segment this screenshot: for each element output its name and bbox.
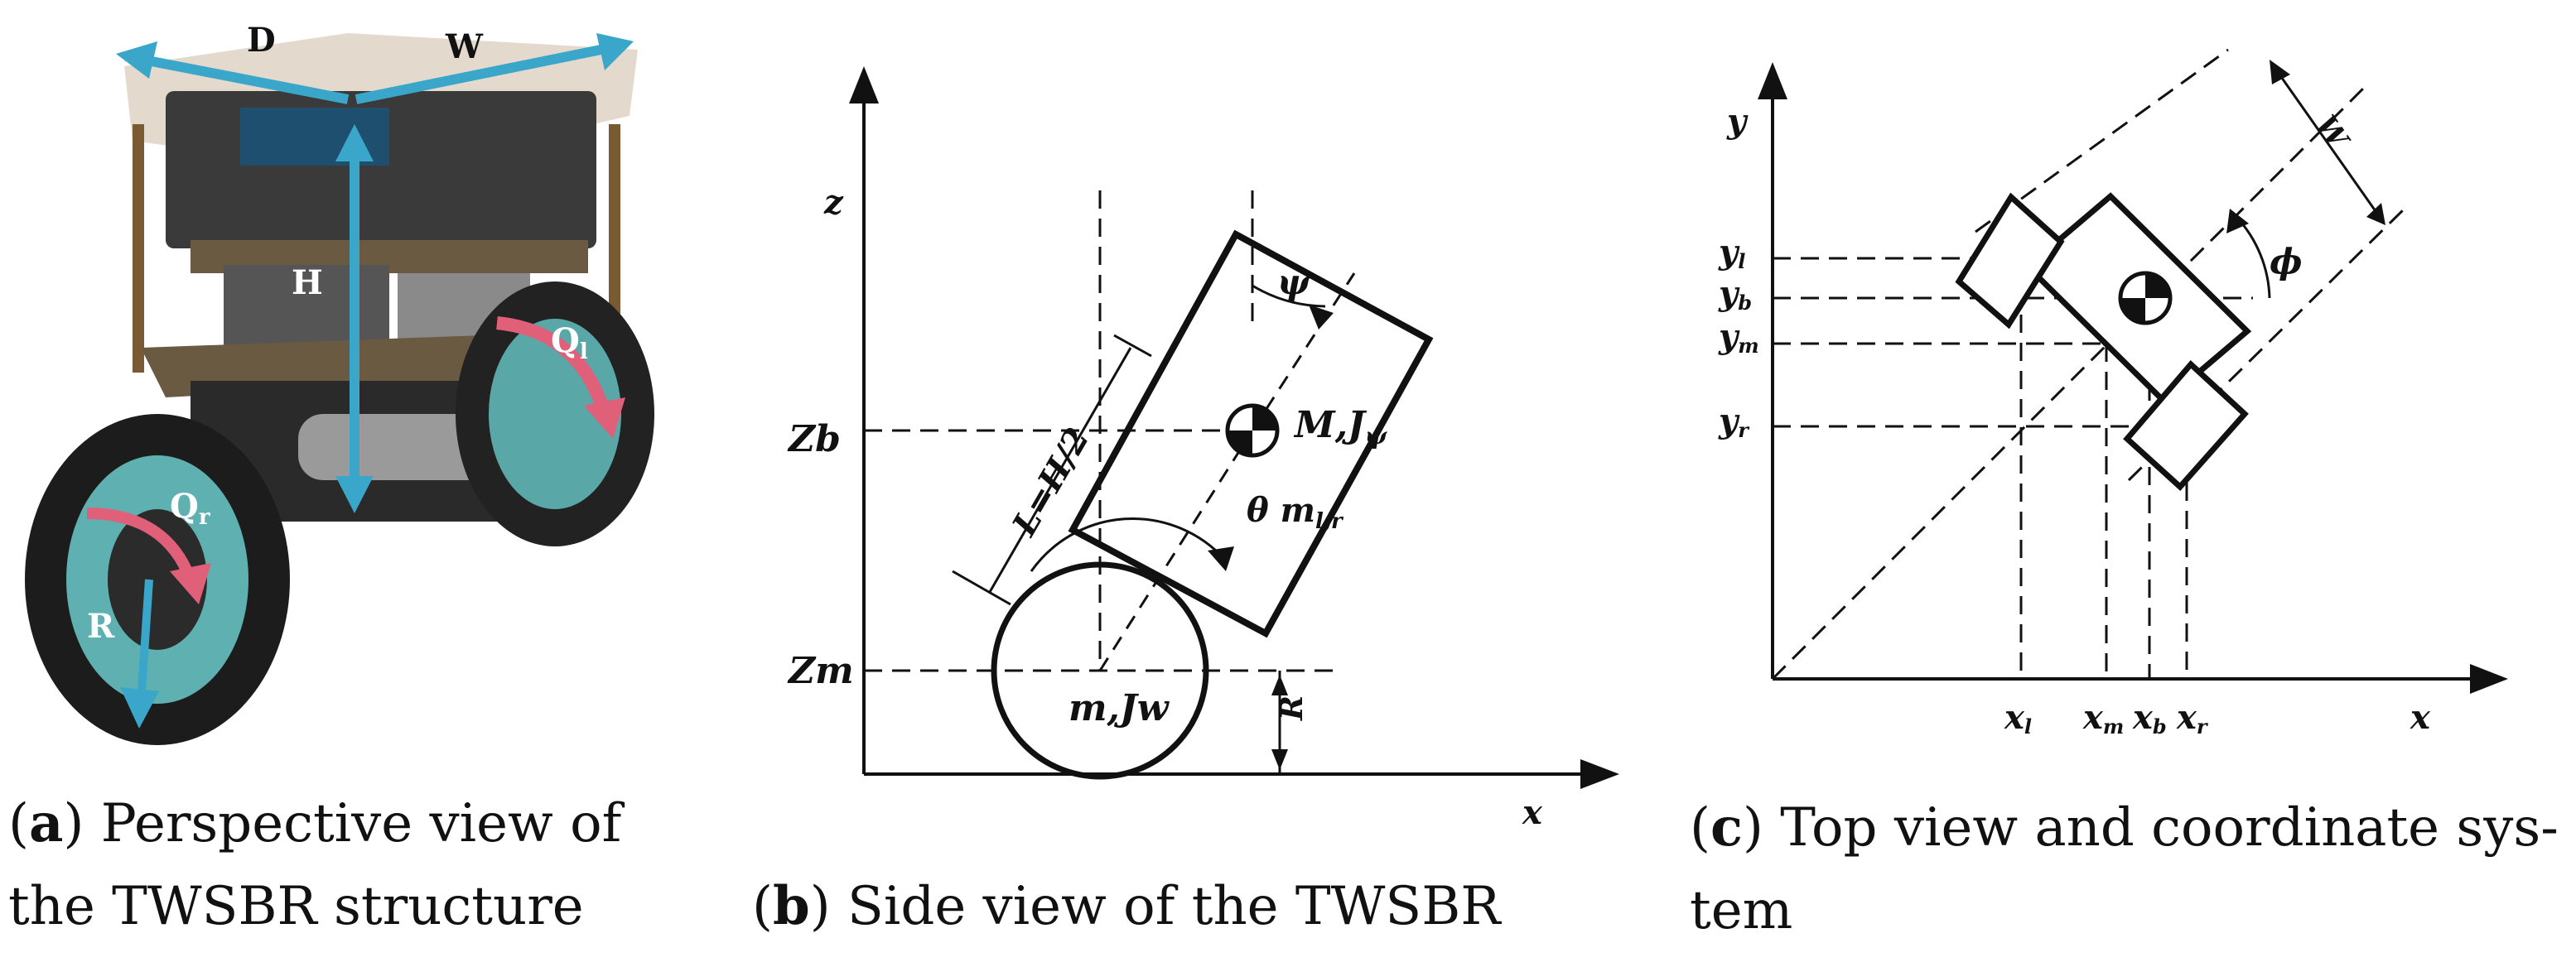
label-W: W — [445, 27, 484, 66]
half-length-tick-top — [1113, 334, 1152, 358]
x-axis-c-arrow — [2470, 664, 2508, 694]
panel-b: z x Zb Zm ψ M,Jψ θ ml,r m,Jw L=H/2 R (b)… — [729, 0, 1665, 967]
diag-left — [1975, 48, 2229, 233]
label-phi: ϕ — [2270, 241, 2303, 281]
H-arrowhead-top — [335, 124, 374, 161]
label-D: D — [247, 21, 276, 60]
label-W-c: W — [2309, 109, 2356, 156]
W-dim-arrow-bottom — [2366, 203, 2385, 225]
theta-arrowhead — [1208, 546, 1234, 571]
caption-a-letter: a — [28, 792, 64, 854]
wheel-circle — [991, 561, 1209, 780]
label-theta: θ ml,r — [1247, 491, 1344, 534]
label-x: x — [1522, 793, 1543, 832]
W-dim-arrow-top — [2270, 60, 2290, 84]
tilt-line — [1098, 430, 1254, 671]
R-arrowhead — [120, 687, 159, 729]
label-Ql: Ql — [551, 321, 588, 364]
com-top-quadrant-1 — [2145, 273, 2170, 298]
label-wheel: m,Jw — [1069, 687, 1170, 729]
com-quadrant-1 — [1252, 406, 1277, 431]
caption-b-line: (b) Side view of the TWSBR — [752, 875, 1501, 937]
label-Zm: Zm — [787, 650, 854, 692]
y-axis-arrow — [1758, 62, 1787, 99]
half-length-tick-bottom — [952, 570, 1011, 606]
W-arrow — [355, 41, 623, 104]
R-dim-arrow-top — [1271, 675, 1288, 695]
wheel-right-hub — [108, 509, 207, 650]
label-Qr: Qr — [170, 487, 210, 530]
phi-arc — [2235, 215, 2271, 299]
label-H: H — [292, 263, 323, 302]
R-dim-arrow-bottom — [1271, 749, 1288, 770]
D-arrow — [124, 51, 350, 104]
wheel-left-top — [1955, 192, 2065, 330]
caption-a-line1: (a) Perspective view of — [8, 792, 622, 854]
caption-a-text2: the TWSBR structure — [8, 876, 584, 937]
diag-center — [1771, 81, 2371, 681]
label-yr: yr — [1718, 402, 1750, 442]
caption-b: (b) Side view of the TWSBR — [752, 865, 1655, 948]
wheel-right-top — [2123, 359, 2249, 491]
caption-b-text: Side view of the TWSBR — [830, 876, 1501, 937]
label-x-c: x — [2410, 698, 2431, 737]
label-xl: xl — [2004, 698, 2032, 738]
label-xr: xr — [2176, 698, 2209, 738]
label-ym: ym — [1718, 317, 1759, 358]
panel-c: y x W ϕ yl yb ym yr xl xm xb xr (c) Top … — [1665, 0, 2576, 967]
label-z: z — [823, 183, 844, 222]
psi-arc — [1252, 284, 1326, 308]
phi-arrowhead — [2226, 209, 2249, 233]
caption-a: (a) Perspective view of the TWSBR struct… — [8, 782, 696, 948]
label-yb: yb — [1718, 274, 1752, 315]
x-axis-arrow — [1580, 759, 1619, 789]
label-half-length: L=H/2 — [1004, 421, 1097, 543]
robot-illustration: D W H Ql Qr R — [25, 21, 654, 745]
psi-arrowhead — [1309, 305, 1334, 330]
side-view-diagram: z x Zb Zm ψ M,Jψ θ ml,r m,Jw L=H/2 R — [787, 66, 1619, 832]
top-view-diagram: y x W ϕ yl yb ym yr xl xm xb xr — [1718, 48, 2508, 738]
caption-b-letter: b — [772, 875, 810, 937]
Qr-arrowhead — [170, 563, 211, 604]
com-top-quadrant-2 — [2120, 298, 2145, 323]
Ql-arrowhead — [584, 397, 625, 439]
theta-arc — [1030, 517, 1226, 572]
standoff-left — [133, 124, 144, 373]
caption-c-line1: (c) Top view and coordinate sys- — [1690, 796, 2559, 859]
com-quadrant-2 — [1228, 431, 1252, 455]
label-yl: yl — [1718, 233, 1745, 273]
R-arrow — [137, 579, 153, 705]
caption-c: (c) Top view and coordinate sys- tem — [1690, 787, 2568, 952]
D-arrowhead — [116, 41, 157, 79]
caption-c-text2: tem — [1690, 880, 1793, 941]
H-arrowhead-bottom — [335, 476, 374, 513]
label-R: R — [87, 607, 115, 646]
caption-c-letter: c — [1710, 796, 1743, 859]
half-length-dim — [988, 347, 1132, 593]
label-R-dim: R — [1275, 695, 1310, 721]
label-psi: ψ — [1277, 262, 1311, 302]
Ql-torque-arrow — [496, 316, 611, 416]
W-dim — [2272, 65, 2383, 220]
W-arrowhead — [596, 33, 634, 70]
label-xm: xm — [2082, 698, 2124, 738]
robot-body — [1068, 229, 1434, 638]
z-axis-arrow — [849, 66, 879, 103]
panel-a: D W H Ql Qr R (a) Perspective view of th… — [0, 0, 729, 967]
caption-a-text1: Perspective view of — [84, 793, 622, 854]
Qr-torque-arrow — [86, 508, 196, 582]
tilt-line-top — [1251, 272, 1356, 431]
label-y: y — [1726, 102, 1749, 141]
label-Zb: Zb — [787, 418, 841, 460]
label-xb: xb — [2132, 698, 2167, 738]
label-body: M,Jψ — [1293, 404, 1388, 450]
caption-c-text1: Top view and coordinate sys- — [1763, 797, 2559, 859]
standoff-right — [609, 124, 620, 339]
